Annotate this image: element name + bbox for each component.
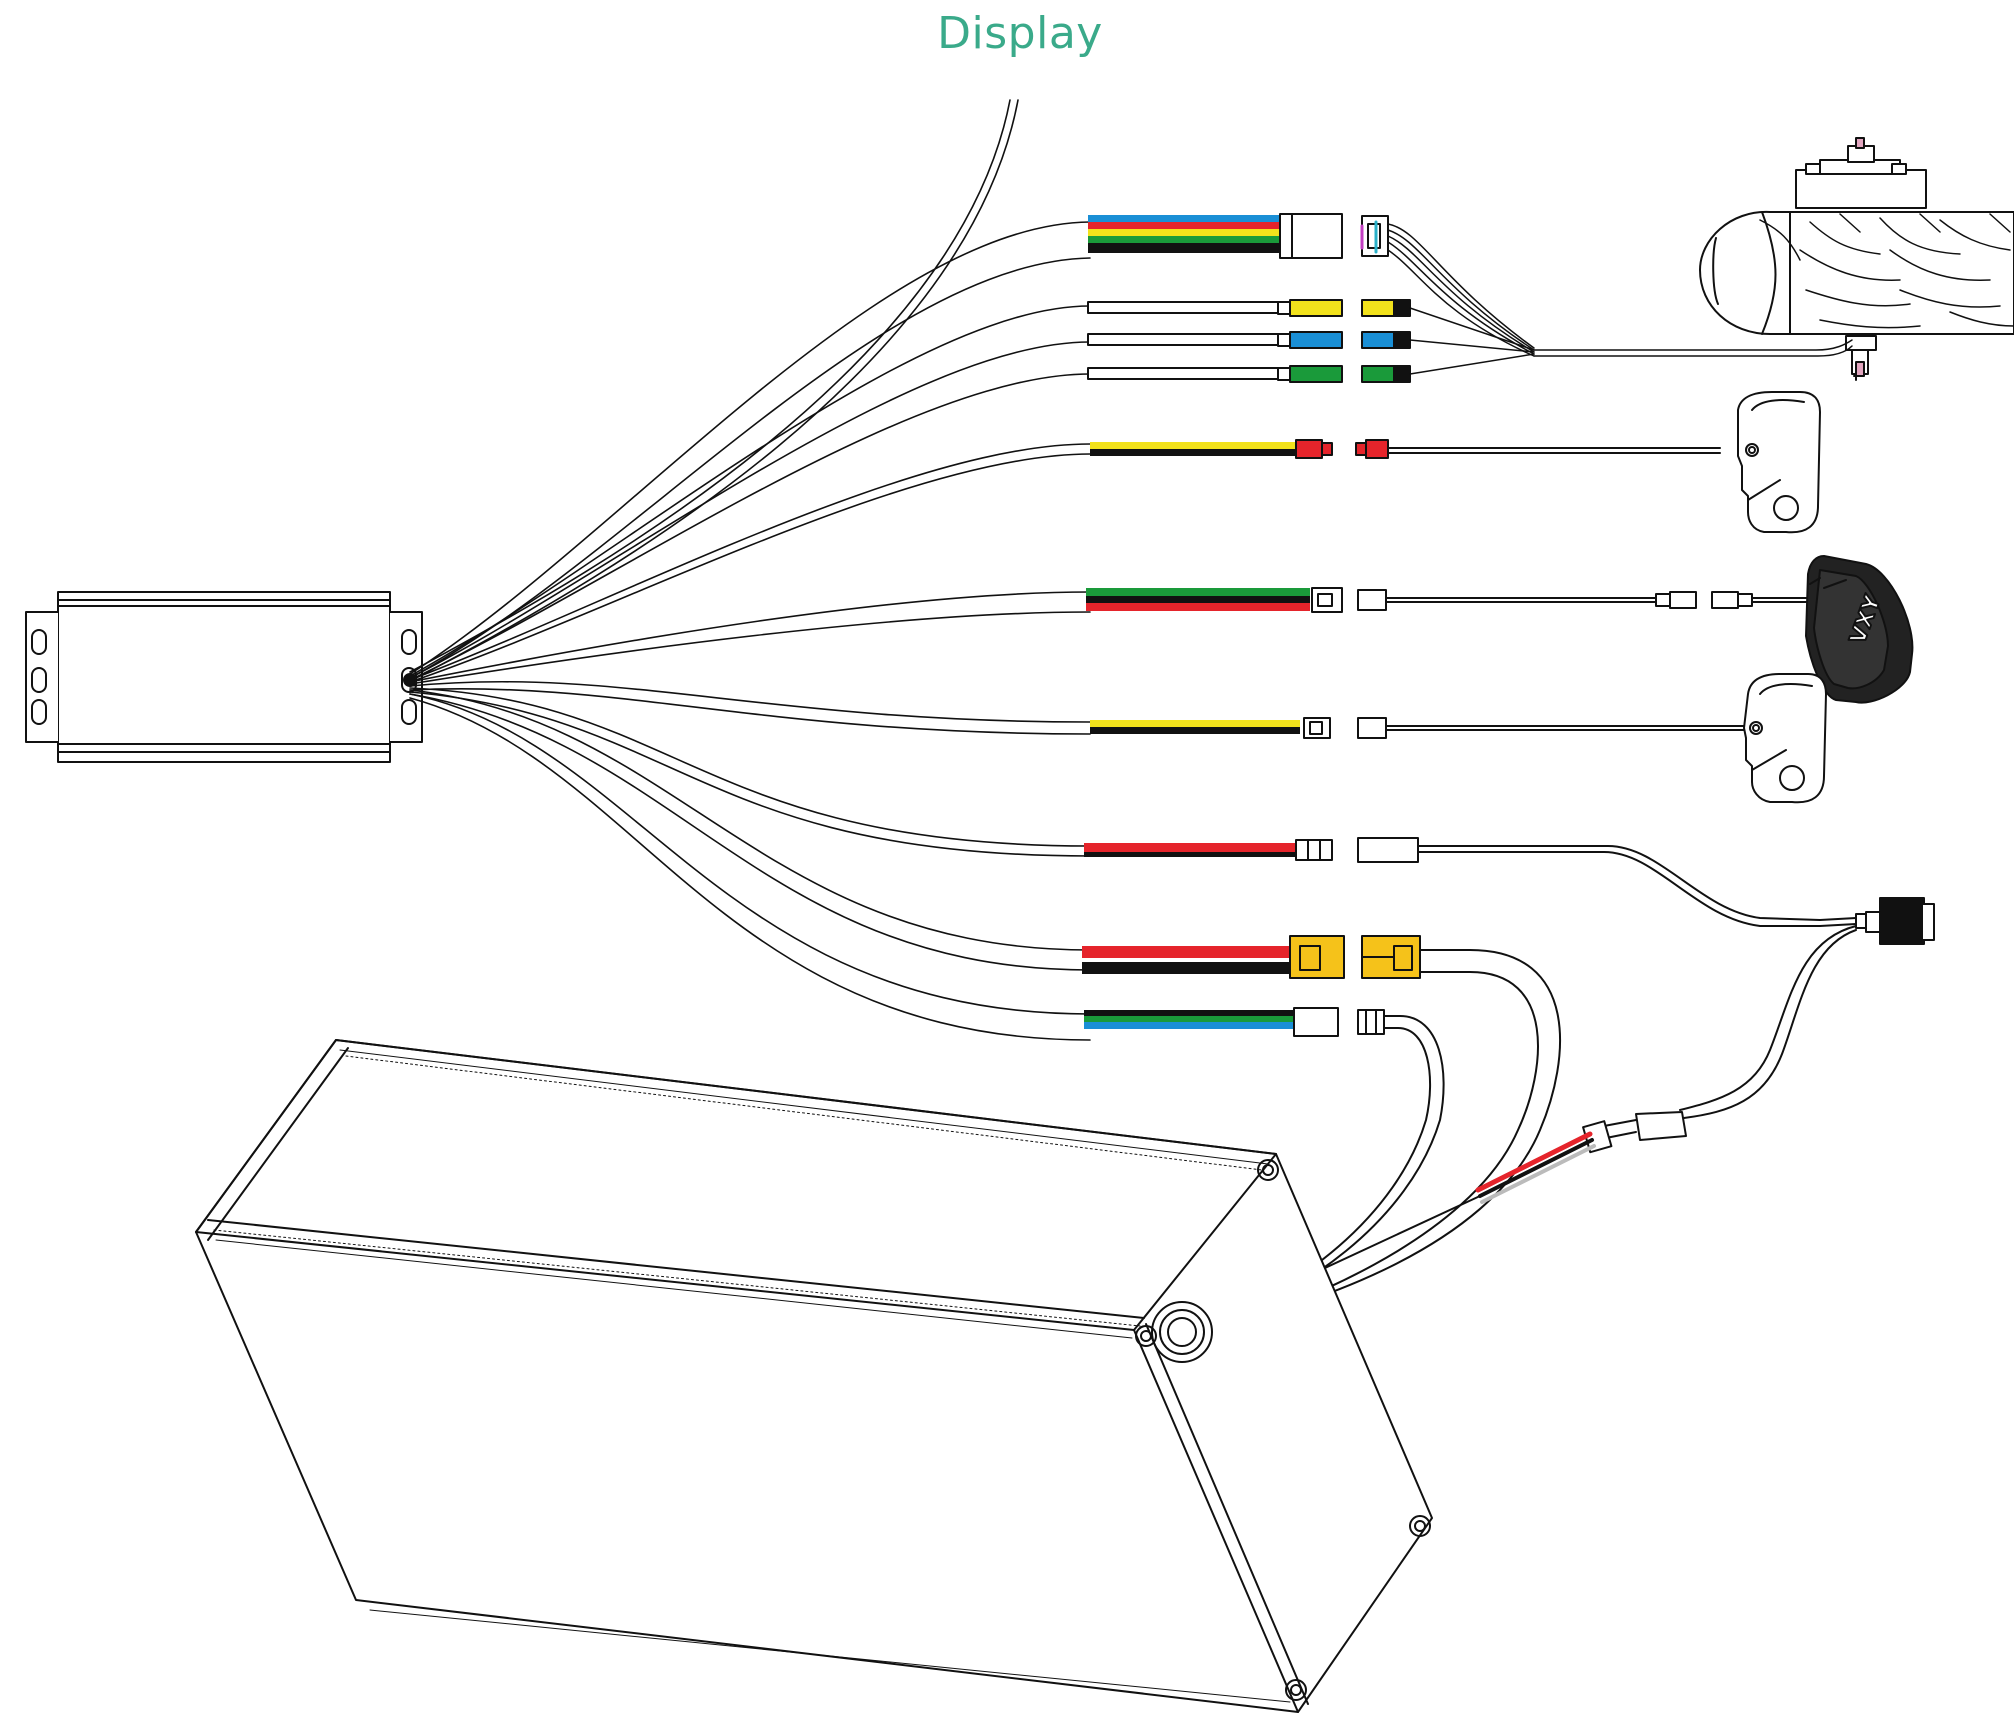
display-unit[interactable]: VXY [1805,555,1914,704]
battery-pack[interactable] [195,1039,1433,1713]
hall-connector-female[interactable] [1360,215,1389,257]
brake-lever[interactable] [1743,673,1827,804]
hall-wire-blue [1088,215,1290,222]
charge-wire [1084,843,1296,857]
controller-box[interactable] [25,591,423,763]
motor-cable [1387,223,1853,375]
power-wire [1082,946,1292,974]
hall-wire-yellow [1088,229,1290,236]
throttle-wire [1090,442,1295,456]
hall-wire-black [1088,243,1290,253]
hall-wire-red [1088,222,1290,229]
throttle-lever[interactable] [1737,391,1821,534]
charge-connector[interactable] [1295,837,1821,927]
display-wire [1086,588,1310,611]
controller-harness [409,99,1091,1041]
battery-pigtail [1199,1111,1687,1327]
phase-wire-1 [1087,299,1411,317]
charge-port[interactable] [1679,897,1935,1119]
display-connector[interactable] [1311,587,1821,613]
lights-wire [1084,1010,1294,1029]
brake-wire [1090,720,1300,734]
display-label: Display [937,8,1103,59]
hub-motor-wheel[interactable] [1699,137,2014,381]
phase-wire-3 [1087,365,1411,383]
throttle-connector[interactable] [1295,439,1721,459]
hall-wire-green [1088,236,1290,243]
controller-cable-gland [403,673,417,687]
brake-connector[interactable] [1303,717,1751,739]
hall-connector-male[interactable] [1279,213,1343,259]
hall-wire-bundle [1088,215,1290,253]
phase-wire-2 [1087,331,1411,349]
